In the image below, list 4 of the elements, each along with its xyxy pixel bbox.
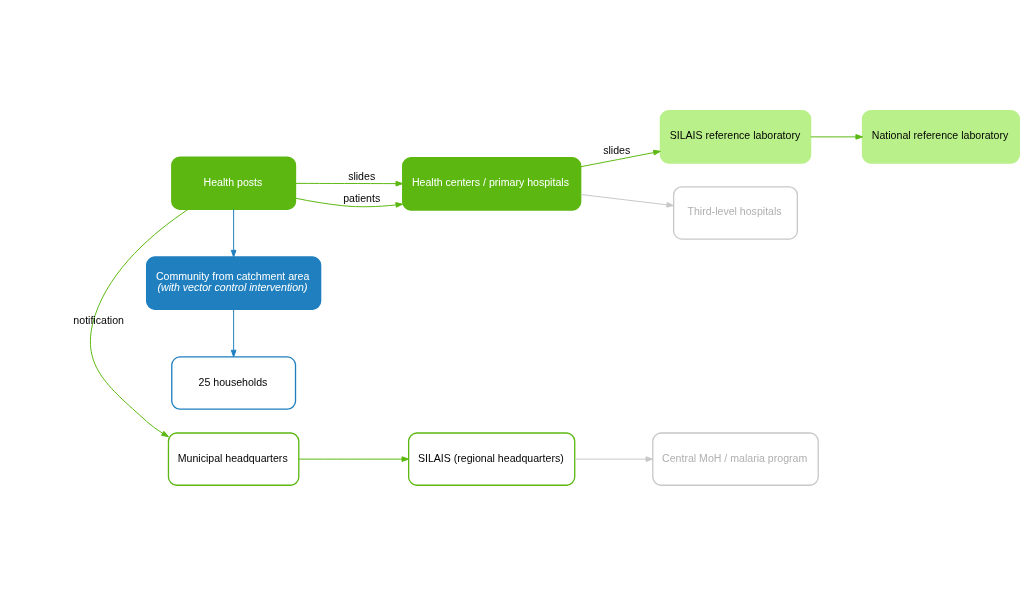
edge-label: slides — [602, 143, 630, 156]
edge-label: patients — [342, 191, 380, 204]
edge-label: slides — [347, 169, 375, 182]
edge-label: notification — [72, 313, 124, 326]
